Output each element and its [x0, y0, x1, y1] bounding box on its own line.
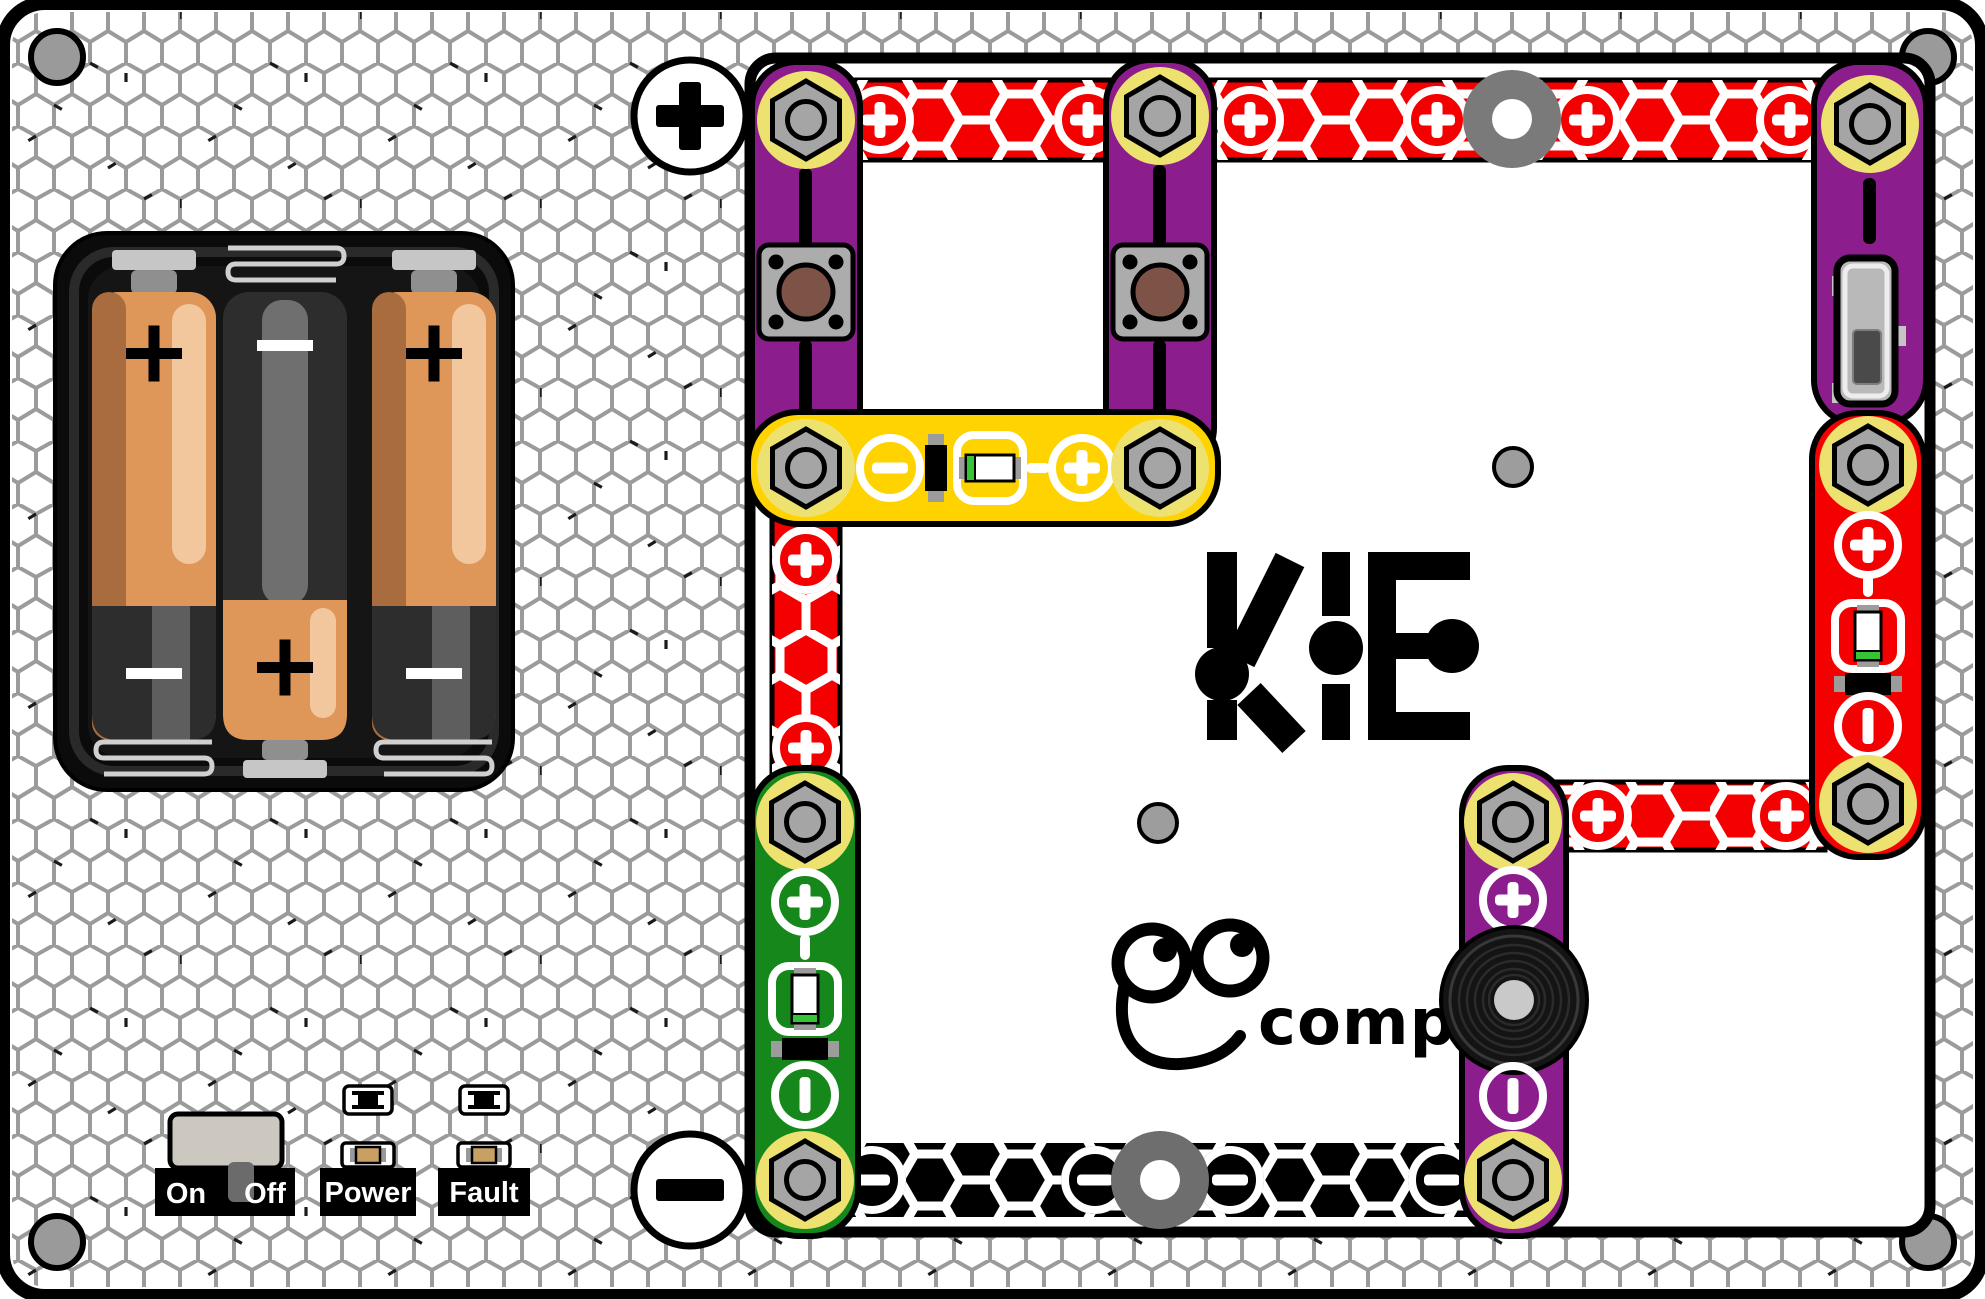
pushbutton-module-1 — [749, 59, 863, 473]
battery-spring — [93, 739, 215, 777]
polarity-marker — [771, 1038, 839, 1060]
fuse-module — [745, 409, 1221, 527]
pushbutton-1[interactable] — [759, 245, 853, 339]
wire-positive-marker — [1403, 86, 1471, 154]
wire-positive-marker — [1756, 86, 1824, 154]
hex-nut — [1821, 75, 1919, 173]
buzzer-disc — [1439, 925, 1589, 1075]
hex-nut — [1819, 416, 1917, 514]
hex-nut — [756, 773, 854, 871]
polarity-marker — [925, 434, 947, 502]
hex-nut — [1819, 755, 1917, 853]
buzzer-module — [1439, 765, 1589, 1239]
power-led-icon — [342, 1084, 394, 1116]
red-wire-right — [1542, 779, 1828, 853]
battery-aa-1 — [92, 250, 216, 777]
hex-nut — [757, 419, 855, 517]
power-switch-stem[interactable] — [228, 1162, 254, 1202]
wire-positive-marker — [1564, 782, 1632, 850]
red-led-module — [1809, 410, 1927, 860]
fault-label-plate — [438, 1168, 530, 1216]
power-switch[interactable]: On Off — [155, 1111, 295, 1216]
fault-led-icon — [458, 1084, 510, 1116]
pushbutton-2[interactable] — [1113, 245, 1207, 339]
power-switch-knob[interactable] — [167, 1111, 285, 1171]
board-hole-dot — [1492, 446, 1534, 488]
off-label: Off — [244, 1178, 286, 1210]
board-hole-dot — [1137, 802, 1179, 844]
power-label: Power — [324, 1177, 411, 1209]
plus-icon — [656, 82, 724, 150]
wire-positive-marker — [772, 526, 840, 594]
wire-positive-marker — [1553, 86, 1621, 154]
power-label-plate — [320, 1168, 416, 1216]
wire-positive-marker — [1752, 782, 1820, 850]
red-wire-top — [807, 70, 1893, 168]
slide-switch-knob[interactable] — [1852, 329, 1882, 385]
hex-nut — [1111, 419, 1209, 517]
mounting-ring — [1111, 1131, 1209, 1229]
fault-indicator: Fault — [438, 1084, 530, 1216]
negative-terminal[interactable] — [630, 1130, 750, 1250]
complubot-eyes-logo — [1111, 918, 1270, 1071]
black-wire-bottom — [815, 1131, 1545, 1229]
battery-aa-2 — [223, 245, 347, 778]
battery-spring — [225, 245, 347, 283]
battery-aa-3 — [372, 250, 496, 777]
red-wire-left — [769, 497, 843, 793]
battery-plus-icon — [126, 325, 182, 382]
wire-positive-marker — [1216, 86, 1284, 154]
hex-nut — [756, 1131, 854, 1229]
green-led-module — [749, 765, 861, 1239]
battery-compartment — [53, 231, 515, 792]
battery-minus-icon — [257, 340, 313, 351]
fault-label: Fault — [449, 1177, 519, 1209]
slide-switch[interactable] — [1832, 254, 1906, 408]
battery-minus-icon — [126, 668, 182, 679]
mounting-ring — [1463, 70, 1561, 168]
kie-logo — [1195, 552, 1479, 753]
corner-screw — [31, 31, 83, 83]
polarity-marker — [1834, 673, 1902, 695]
on-label: On — [166, 1178, 206, 1210]
battery-plus-icon — [257, 639, 313, 696]
wire-positive-marker — [772, 714, 840, 782]
battery-minus-icon — [406, 668, 462, 679]
power-indicator: Power — [320, 1084, 416, 1216]
power-resistor-icon — [340, 1141, 396, 1169]
hex-nut — [1464, 773, 1562, 871]
wire-negative-marker — [1196, 1146, 1264, 1214]
battery-plus-icon — [406, 325, 462, 382]
slide-switch-module — [1811, 59, 1929, 427]
battery-spring — [373, 739, 495, 777]
fault-resistor-icon — [456, 1141, 512, 1169]
hex-nut — [1111, 67, 1209, 165]
positive-terminal[interactable] — [630, 56, 750, 176]
minus-icon — [656, 1179, 724, 1201]
hex-nut — [1464, 1131, 1562, 1229]
wire-negative-marker — [1061, 1146, 1129, 1214]
hex-nut — [757, 71, 855, 169]
corner-screw — [31, 1216, 83, 1268]
on-off-label-plate — [155, 1168, 295, 1216]
